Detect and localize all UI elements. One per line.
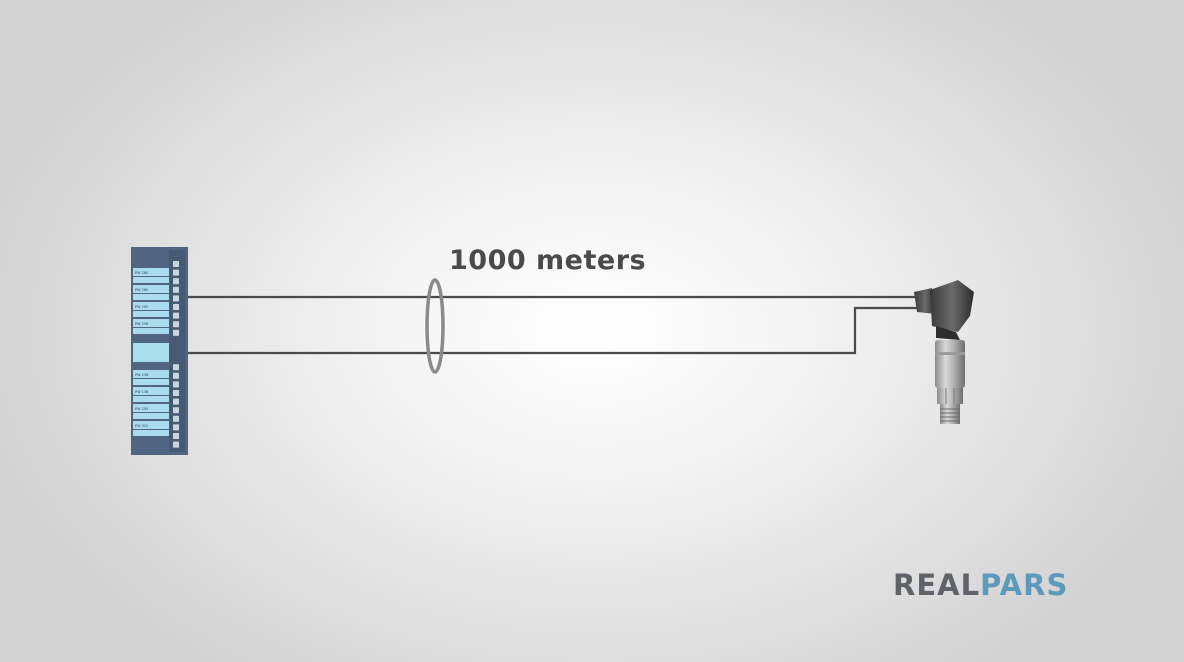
realpars-logo: REALPARS	[893, 568, 1068, 602]
module-channel-label: PW 280	[135, 288, 148, 292]
module-led	[173, 424, 179, 431]
module-slots-top: PW 260 PW 280 PW 265 PW 256	[133, 268, 169, 334]
module-led	[173, 286, 179, 293]
module-channel-label: PW 260	[135, 271, 148, 275]
module-channel-slot-lower	[133, 413, 169, 419]
module-channel-slot	[133, 319, 169, 327]
module-led	[173, 390, 179, 396]
module-channel-slot-lower	[133, 430, 169, 436]
module-led	[173, 415, 179, 422]
module-led	[173, 433, 179, 439]
module-channel-label: PW 136	[135, 390, 148, 394]
module-channel-slot	[133, 268, 169, 276]
module-channel-slot-lower	[133, 328, 169, 334]
module-channel-slot	[133, 387, 169, 395]
module-channel-slot	[133, 404, 169, 412]
module-channel-slot	[133, 302, 169, 310]
connector-housing	[930, 280, 974, 332]
module-channel-label: PW 256	[135, 322, 148, 326]
cable-bundle-ring	[425, 278, 445, 374]
module-blank-slot	[133, 343, 169, 362]
module-led	[173, 372, 179, 379]
module-led	[173, 278, 179, 285]
logo-real-text: REAL	[893, 568, 981, 602]
module-channel-slot-lower	[133, 294, 169, 300]
module-led	[173, 304, 179, 310]
threads	[940, 408, 960, 422]
module-channel-label: PW 322	[135, 424, 148, 428]
transmitter-body	[935, 340, 965, 388]
module-slots-bottom: PW 236 PW 136 PW 255 PW 322	[133, 370, 169, 436]
module-channel-slot	[133, 421, 169, 429]
module-led	[173, 407, 179, 414]
connector-collar	[936, 326, 960, 340]
module-led	[173, 329, 179, 336]
module-channel-slot-lower	[133, 379, 169, 385]
module-led	[173, 261, 179, 267]
module-led	[173, 295, 179, 302]
module-channel-slot-lower	[133, 396, 169, 402]
module-led	[173, 321, 179, 328]
module-channel-label: PW 236	[135, 373, 148, 377]
cable-length-label: 1000 meters	[449, 245, 647, 276]
logo-pars-text: PARS	[980, 568, 1069, 602]
pressure-transmitter	[914, 280, 974, 424]
signal-cable	[188, 295, 918, 355]
module-status-leds	[173, 261, 179, 448]
hex-nut	[937, 388, 963, 404]
module-led	[173, 398, 179, 405]
module-channel-label: PW 255	[135, 407, 148, 411]
module-led	[173, 364, 179, 371]
module-channel-slot	[133, 370, 169, 378]
module-led	[173, 441, 179, 448]
module-channel-slot-lower	[133, 277, 169, 283]
body-ring	[935, 352, 965, 355]
module-led	[173, 381, 179, 388]
module-channel-slot-lower	[133, 311, 169, 317]
module-led	[173, 312, 179, 319]
module-channel-slot	[133, 285, 169, 293]
wire-bottom	[188, 306, 918, 355]
module-channel-label: PW 265	[135, 305, 148, 309]
module-led	[173, 269, 179, 276]
